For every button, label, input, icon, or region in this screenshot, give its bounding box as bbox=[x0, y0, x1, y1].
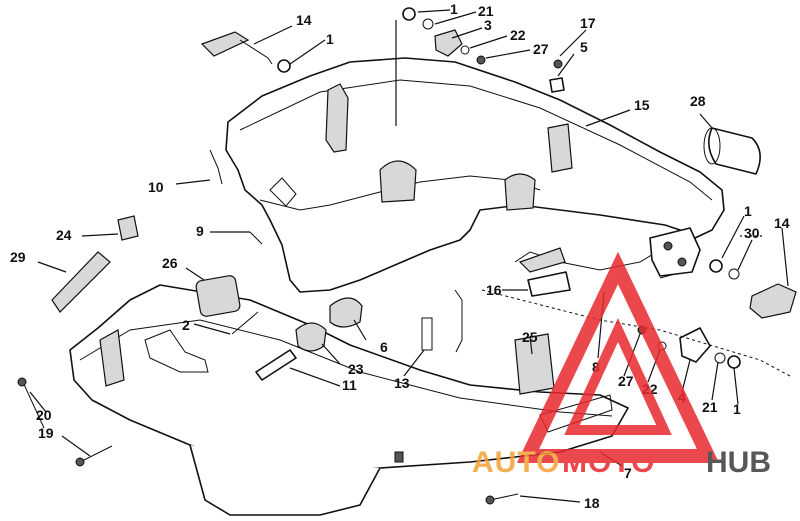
callout-7: 7 bbox=[624, 465, 632, 481]
callout-14: 14 bbox=[296, 12, 312, 28]
callout-24: 24 bbox=[56, 227, 72, 243]
callout-14: 14 bbox=[774, 215, 790, 231]
callout-20: 20 bbox=[36, 407, 52, 423]
small-parts bbox=[17, 7, 797, 505]
callout-28: 28 bbox=[690, 93, 706, 109]
callout-1: 1 bbox=[450, 1, 458, 17]
callout-18: 18 bbox=[584, 495, 600, 511]
callout-labels: 1 21 3 22 27 17 5 14 1 28 15 10 9 24 29 … bbox=[10, 1, 790, 511]
callout-15: 15 bbox=[634, 97, 650, 113]
callout-1: 1 bbox=[733, 401, 741, 417]
callout-11: 11 bbox=[342, 377, 357, 393]
callout-13: 13 bbox=[394, 375, 410, 391]
callout-9: 9 bbox=[196, 223, 204, 239]
callout-16: 16 bbox=[486, 282, 502, 298]
callout-1: 1 bbox=[326, 31, 334, 47]
callout-27: 27 bbox=[618, 373, 634, 389]
callout-29: 29 bbox=[10, 249, 26, 265]
callout-1: 1 bbox=[744, 203, 752, 219]
automotohub-watermark: AUTO MOTO HUB bbox=[472, 251, 771, 479]
callout-25: 25 bbox=[522, 329, 538, 345]
handle-14-top bbox=[200, 31, 250, 57]
nut-1-top bbox=[277, 59, 291, 73]
callout-30: 30 bbox=[744, 225, 760, 241]
callout-5: 5 bbox=[580, 39, 588, 55]
lower-cover bbox=[69, 284, 629, 516]
callout-23: 23 bbox=[348, 361, 364, 377]
handle-14-right bbox=[749, 283, 797, 319]
callout-19: 19 bbox=[38, 425, 54, 441]
watermark-hub: HUB bbox=[706, 446, 771, 479]
callout-22: 22 bbox=[510, 27, 526, 43]
callout-21: 21 bbox=[478, 3, 494, 19]
upper-cover-15 bbox=[225, 57, 725, 353]
callout-26: 26 bbox=[162, 255, 178, 271]
callout-21: 21 bbox=[702, 399, 718, 415]
callout-17: 17 bbox=[580, 15, 596, 31]
callout-2: 2 bbox=[182, 317, 190, 333]
callout-27: 27 bbox=[533, 41, 549, 57]
callout-3: 3 bbox=[484, 17, 492, 33]
watermark-auto: AUTO bbox=[472, 446, 560, 479]
callout-10: 10 bbox=[148, 179, 164, 195]
callout-6: 6 bbox=[380, 339, 388, 355]
watermark-moto: MOTO bbox=[562, 446, 655, 479]
roller-28 bbox=[708, 127, 761, 175]
